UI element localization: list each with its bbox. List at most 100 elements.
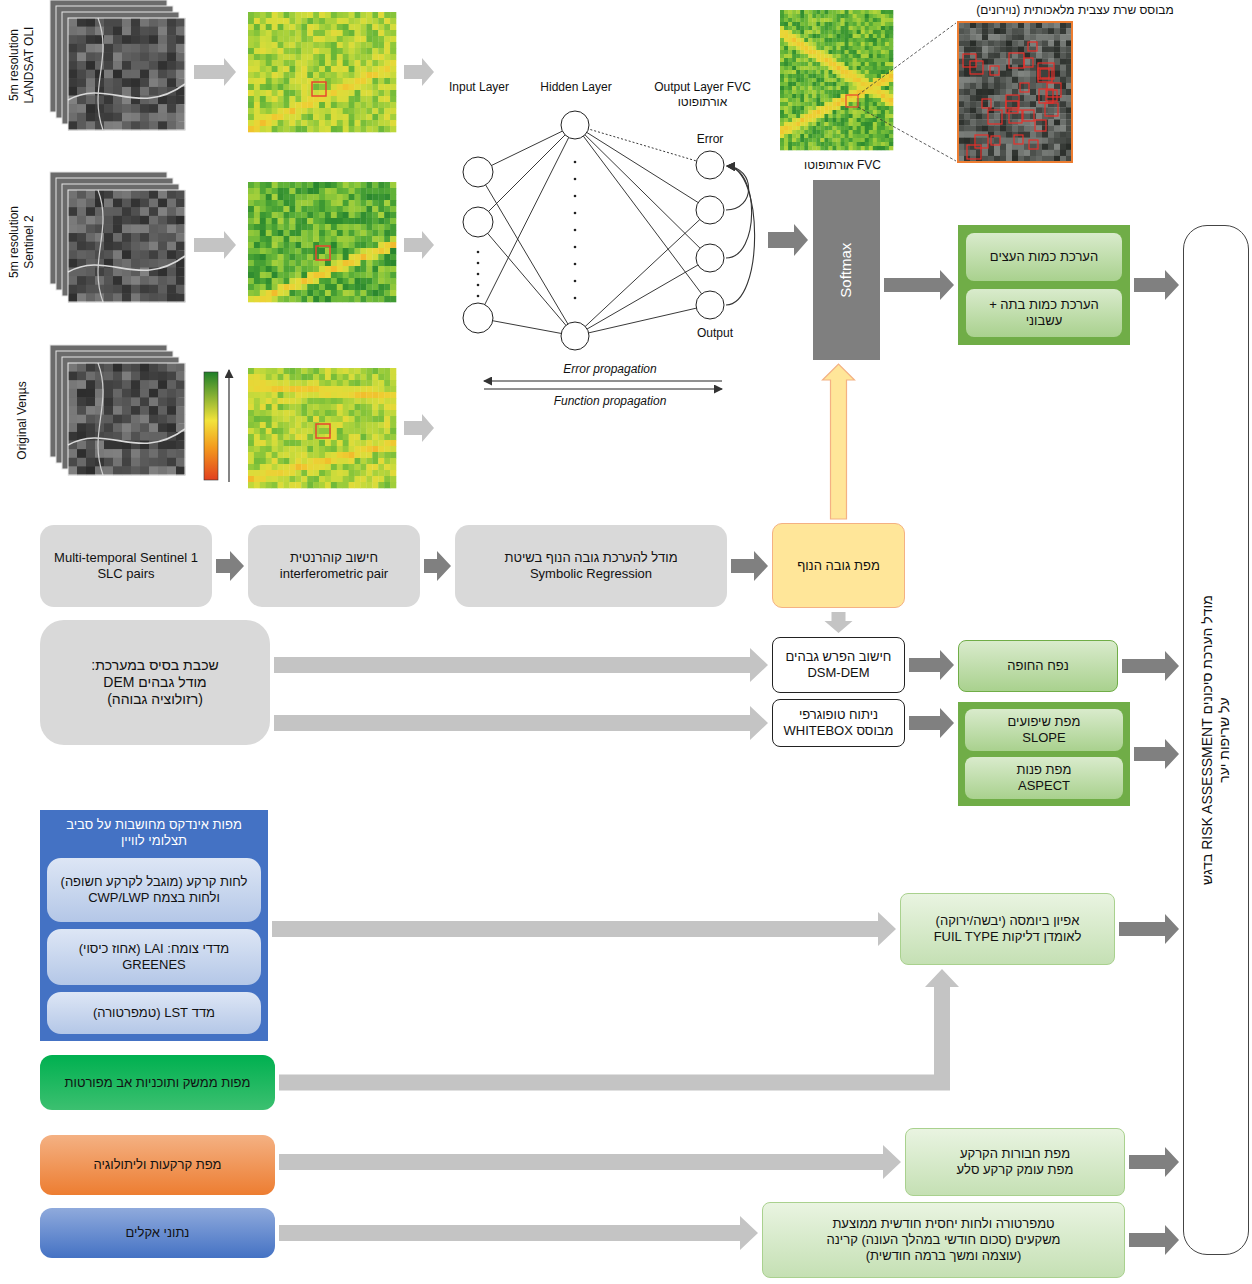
image-pixel bbox=[149, 87, 158, 96]
heat-cell bbox=[366, 380, 372, 386]
heat-cell bbox=[301, 296, 307, 302]
heat-cell bbox=[349, 284, 355, 290]
heat-cell bbox=[254, 90, 260, 96]
image-pixel bbox=[131, 458, 140, 467]
road-line bbox=[98, 190, 103, 302]
heat-cell bbox=[390, 230, 396, 236]
heat-cell bbox=[372, 470, 378, 476]
image-pixel bbox=[104, 18, 113, 27]
heat-cell bbox=[295, 60, 301, 66]
heat-cell bbox=[366, 120, 372, 126]
heat-cell bbox=[378, 188, 384, 194]
heat-cell bbox=[337, 230, 343, 236]
heat-cell bbox=[248, 224, 254, 230]
heat-cell bbox=[366, 212, 372, 218]
heat-cell bbox=[372, 296, 378, 302]
heat-cell bbox=[319, 296, 325, 302]
heat-cell bbox=[278, 212, 284, 218]
image-pixel bbox=[140, 449, 149, 458]
heat-cell bbox=[325, 200, 331, 206]
heat-cell bbox=[337, 260, 343, 266]
heat-cell bbox=[360, 206, 366, 212]
heat-cell bbox=[360, 48, 366, 54]
heat-cell bbox=[378, 410, 384, 416]
heat-cell bbox=[378, 428, 384, 434]
image-frame bbox=[56, 6, 173, 118]
heat-cell bbox=[266, 108, 272, 114]
heat-cell bbox=[289, 260, 295, 266]
image-pixel bbox=[113, 423, 122, 432]
heat-cell bbox=[301, 254, 307, 260]
heat-cell bbox=[372, 374, 378, 380]
heat-cell bbox=[384, 260, 390, 266]
heat-cell bbox=[289, 236, 295, 242]
heat-cell bbox=[378, 36, 384, 42]
heat-cell bbox=[266, 290, 272, 296]
heat-cell bbox=[349, 30, 355, 36]
image-pixel bbox=[158, 224, 167, 233]
heat-cell bbox=[372, 212, 378, 218]
heat-cell bbox=[254, 380, 260, 386]
image-pixel bbox=[104, 406, 113, 415]
heat-cell bbox=[313, 380, 319, 386]
image-pixel bbox=[167, 268, 176, 277]
heat-cell bbox=[390, 248, 396, 254]
heat-cell bbox=[384, 212, 390, 218]
heat-cell bbox=[313, 224, 319, 230]
heat-cell bbox=[272, 230, 278, 236]
heat-cell bbox=[313, 96, 319, 102]
image-pixel bbox=[122, 104, 131, 113]
heat-cell bbox=[384, 470, 390, 476]
image-pixel bbox=[86, 44, 95, 53]
heat-cell bbox=[390, 126, 396, 132]
heat-cell bbox=[366, 60, 372, 66]
heat-cell bbox=[319, 464, 325, 470]
heat-cell bbox=[337, 254, 343, 260]
heat-cell bbox=[254, 398, 260, 404]
satellite-image-stack bbox=[50, 345, 185, 475]
image-pixel bbox=[77, 199, 86, 208]
heat-cell bbox=[366, 96, 372, 102]
heat-cell bbox=[284, 24, 290, 30]
image-pixel bbox=[131, 250, 140, 259]
heat-cell bbox=[307, 102, 313, 108]
heat-cell bbox=[260, 30, 266, 36]
image-pixel bbox=[131, 199, 140, 208]
heat-cell bbox=[384, 30, 390, 36]
heat-cell bbox=[313, 392, 319, 398]
heat-cell bbox=[390, 42, 396, 48]
heat-cell bbox=[331, 200, 337, 206]
image-pixel bbox=[131, 78, 140, 87]
heat-cell bbox=[319, 66, 325, 72]
heat-cell bbox=[295, 368, 301, 374]
heat-cell bbox=[319, 36, 325, 42]
heat-cell bbox=[278, 374, 284, 380]
heat-cell bbox=[360, 60, 366, 66]
image-pixel bbox=[68, 70, 77, 79]
heat-cell bbox=[390, 194, 396, 200]
heat-cell bbox=[301, 278, 307, 284]
heat-cell bbox=[331, 66, 337, 72]
heat-cell bbox=[390, 278, 396, 284]
image-pixel bbox=[95, 259, 104, 268]
image-pixel bbox=[167, 96, 176, 105]
heat-cell bbox=[278, 290, 284, 296]
heat-cell bbox=[360, 368, 366, 374]
heat-cell bbox=[355, 374, 361, 380]
heat-cell bbox=[284, 290, 290, 296]
heat-cell bbox=[284, 410, 290, 416]
heat-cell bbox=[278, 404, 284, 410]
image-pixel bbox=[131, 380, 140, 389]
heat-cell bbox=[248, 404, 254, 410]
heat-cell bbox=[301, 428, 307, 434]
heat-cell bbox=[254, 290, 260, 296]
heat-cell bbox=[390, 440, 396, 446]
heat-cell bbox=[372, 188, 378, 194]
heat-cell bbox=[384, 398, 390, 404]
heat-cell bbox=[360, 36, 366, 42]
heat-cell bbox=[337, 476, 343, 482]
image-pixel bbox=[167, 458, 176, 467]
heat-cell bbox=[390, 60, 396, 66]
heat-cell bbox=[248, 78, 254, 84]
heat-cell bbox=[355, 446, 361, 452]
